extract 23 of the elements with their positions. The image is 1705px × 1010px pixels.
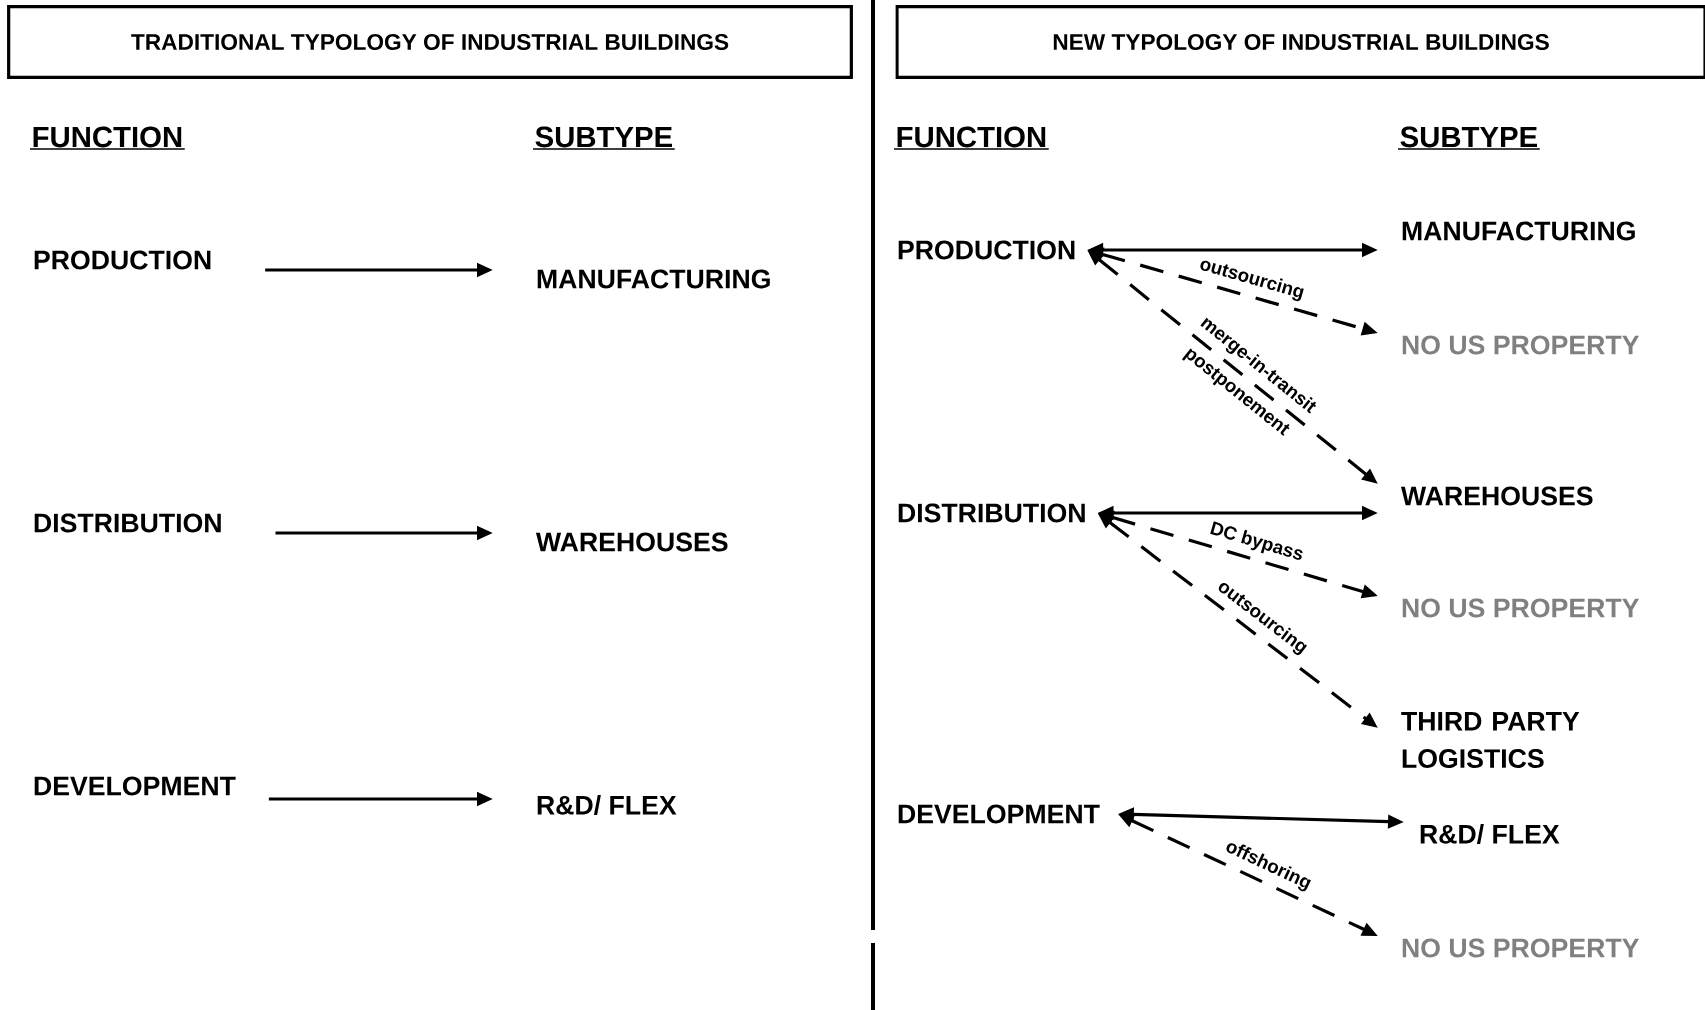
subtype-label: MANUFACTURING (537, 269, 770, 289)
subtype-label: NO US PROPERTY (1402, 598, 1640, 618)
function-label: DEVELOPMENT (898, 804, 1100, 824)
subtype-label: WAREHOUSES (1400, 486, 1593, 506)
function-label: DISTRIBUTION (34, 513, 221, 533)
function-label: PRODUCTION (898, 240, 1075, 260)
column-heading: FUNCTION (33, 126, 182, 148)
subtype-label: R&D/ FLEX (1420, 824, 1560, 844)
subtype-label: MANUFACTURING (1402, 221, 1635, 241)
function-label: PRODUCTION (34, 250, 211, 270)
column-heading: FUNCTION (897, 126, 1046, 148)
column-heading: SUBTYPE (535, 126, 672, 148)
subtype-label: R&D/ FLEX (537, 795, 677, 815)
function-label: DEVELOPMENT (34, 776, 236, 796)
title-box: TRADITIONAL TYPOLOGY OF INDUSTRIAL BUILDINGS (7, 5, 853, 79)
edge-label: DC bypass (1210, 521, 1303, 560)
subtype-label: NO US PROPERTY (1402, 335, 1640, 355)
subtype-label: NO US PROPERTY (1402, 938, 1640, 958)
subtype-label: THIRD PARTY LOGISTICS (1401, 712, 1580, 768)
function-label: DISTRIBUTION (898, 503, 1085, 523)
column-heading: SUBTYPE (1400, 126, 1537, 148)
title-box: NEW TYPOLOGY OF INDUSTRIAL BUILDINGS (895, 5, 1705, 79)
subtype-label: WAREHOUSES (535, 532, 728, 552)
